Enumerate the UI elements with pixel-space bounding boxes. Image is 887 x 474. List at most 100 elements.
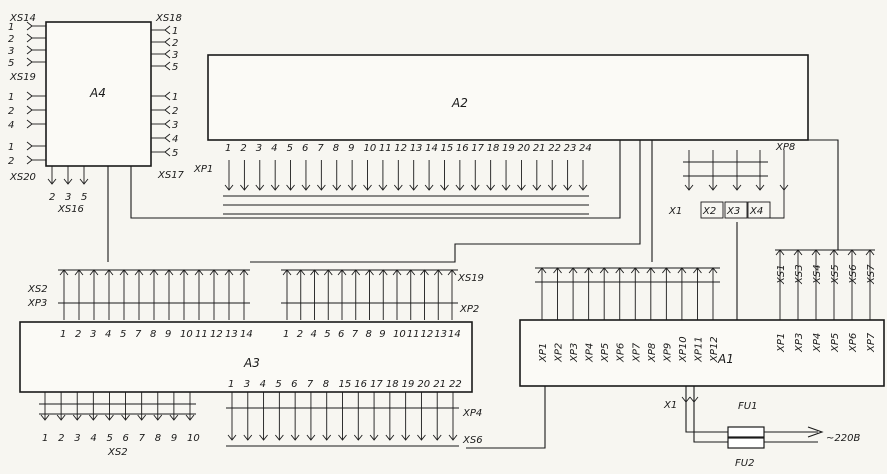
a2-xp1-pin-chevron	[440, 184, 449, 191]
a3-xp4-pin-chevron	[322, 434, 332, 441]
a3-bottom-pin-label: 5	[275, 379, 281, 390]
a2-pin-label: 23	[564, 143, 577, 154]
a4-xs16-pin-chevron	[63, 178, 73, 185]
a3-right-pin-label: 5	[324, 329, 330, 340]
a4-xs18-pin-chevron	[164, 25, 171, 35]
a4-xs19-label: XS19	[9, 72, 36, 83]
a3-xs2-bottom-pin-label: 6	[123, 433, 129, 444]
a2-xp1-pin-chevron	[255, 184, 265, 191]
a3-xs2-pin-chevron	[40, 414, 50, 421]
a4-xs19-pin-label: 4	[8, 120, 14, 131]
a2-xp8-pin-chevron	[708, 184, 718, 191]
a2-xp1-pin-chevron	[224, 184, 234, 191]
a1-top-right-label: XS7	[866, 264, 877, 285]
mains-voltage-label: ~220В	[826, 433, 860, 444]
a3-bottom-pin-label: 16	[354, 379, 367, 390]
a1-right-pin-label: XP3	[794, 333, 805, 353]
a2-xp8-pin-chevron	[755, 184, 765, 191]
a4-xs18-pin-label: 2	[172, 38, 178, 49]
a4-xs14-pin-chevron	[26, 33, 33, 43]
a3-bottom-pin-label: 19	[402, 379, 415, 390]
a3-bottom-pin-label: 1	[228, 379, 234, 390]
a2-pin-label: 18	[487, 143, 500, 154]
a1-top-right-label: XS6	[848, 264, 859, 285]
wire-a3-a2	[250, 140, 641, 263]
a2-xp1-pin-chevron	[486, 184, 496, 191]
a3-xp2-label: XP2	[459, 304, 479, 315]
a4-xs16-label: XS16	[57, 204, 84, 215]
a2-x4-wire	[760, 190, 785, 219]
block-a2	[207, 54, 809, 141]
a1-left-pin-label: XP10	[678, 336, 689, 363]
a1-left-pin-label: XP5	[600, 343, 611, 363]
wire-a4-a2	[130, 140, 621, 219]
a1-right-pin-label: XP4	[812, 333, 823, 353]
a1-top-right-label: XS5	[830, 264, 841, 285]
a3-xp4-pin-chevron	[417, 434, 426, 441]
a1-right-pin-label: XP1	[776, 333, 787, 353]
a2-pin-label: 21	[533, 143, 546, 154]
a1-left-pin-label: XP4	[585, 343, 596, 363]
wire-xp8-xs	[808, 139, 839, 250]
a3-left-pin-label: 11	[195, 329, 208, 340]
a4-title: A4	[89, 86, 106, 100]
a2-pin-label: 20	[517, 143, 530, 154]
a3-right-pin-label: 12	[421, 329, 434, 340]
a3-xs2-bottom-pin-label: 8	[155, 433, 161, 444]
a2-xp1-pin-chevron	[393, 184, 403, 191]
a4-xs17-pin-label: 3	[172, 120, 178, 131]
a3-xp4-pin-chevron	[290, 434, 300, 441]
a2-pin-label: 13	[410, 143, 423, 154]
a1-top-right-label: XS3	[794, 264, 805, 285]
a2-xp8-label: XP8	[775, 142, 795, 153]
a2-title: A2	[451, 96, 468, 110]
a2-pin-label: 10	[364, 143, 377, 154]
mains-plug-icon	[807, 426, 824, 438]
a4-xs16-pin-chevron	[47, 178, 57, 185]
a3-bottom-pin-label: 15	[339, 379, 352, 390]
block-a4	[45, 21, 152, 167]
a4-xs17-pin-chevron	[164, 91, 171, 101]
a3-xs2-pin-chevron	[153, 414, 163, 421]
a4-xs14-pin-label: 1	[8, 22, 14, 33]
a3-xp4-pin-chevron	[401, 434, 410, 441]
a1-left-pin-label: XP3	[569, 343, 580, 363]
a4-xs19-pin-chevron	[26, 119, 33, 129]
a1-left-pin-label: XP9	[662, 343, 673, 363]
a3-xp4-pin-chevron	[369, 434, 379, 441]
a2-pin-label: 15	[440, 143, 453, 154]
a3-xs2-pin-chevron	[105, 414, 114, 421]
a3-xs2-pin-chevron	[121, 414, 130, 421]
wire-xs6-a1	[466, 385, 546, 449]
a3-title: A3	[243, 356, 260, 370]
a3-xs2-bottom-pin-label: 7	[139, 433, 146, 444]
a1-right-pin-label: XP7	[866, 332, 877, 353]
a3-xs2-bottom-pin-label: 3	[74, 433, 80, 444]
a2-socket-label: X2	[702, 206, 716, 217]
a3-xs2-pin-chevron	[72, 414, 82, 421]
fu1-label: FU1	[738, 401, 757, 412]
a1-left-pin-label: XP2	[554, 343, 565, 363]
a2-pin-label: 1	[225, 143, 231, 154]
wire-power-lower	[693, 386, 818, 443]
a4-xs17-pin-chevron	[164, 105, 171, 115]
a3-xs2-top-label: XS2	[27, 284, 48, 295]
a3-right-pin-label: 11	[407, 329, 420, 340]
a4-xs18-label: XS18	[155, 13, 182, 24]
a4-xs17-pin-label: 2	[172, 106, 178, 117]
a2-pin-label: 6	[302, 143, 308, 154]
a1-title: A1	[717, 352, 734, 366]
a2-socket-label: X3	[726, 206, 740, 217]
a4-xs19-pin-chevron	[26, 91, 33, 101]
a3-right-pin-label: 13	[434, 329, 447, 340]
a3-left-pin-label: 2	[75, 329, 81, 340]
a3-left-pin-label: 13	[225, 329, 238, 340]
a2-xp8-pin-chevron	[684, 184, 694, 191]
a3-bottom-pin-label: 7	[307, 379, 314, 390]
a3-xp4-pin-chevron	[353, 434, 363, 441]
a2-xp1-pin-chevron	[378, 184, 388, 191]
a2-xp1-pin-chevron	[270, 184, 280, 191]
a3-bottom-pin-label: 3	[244, 379, 250, 390]
